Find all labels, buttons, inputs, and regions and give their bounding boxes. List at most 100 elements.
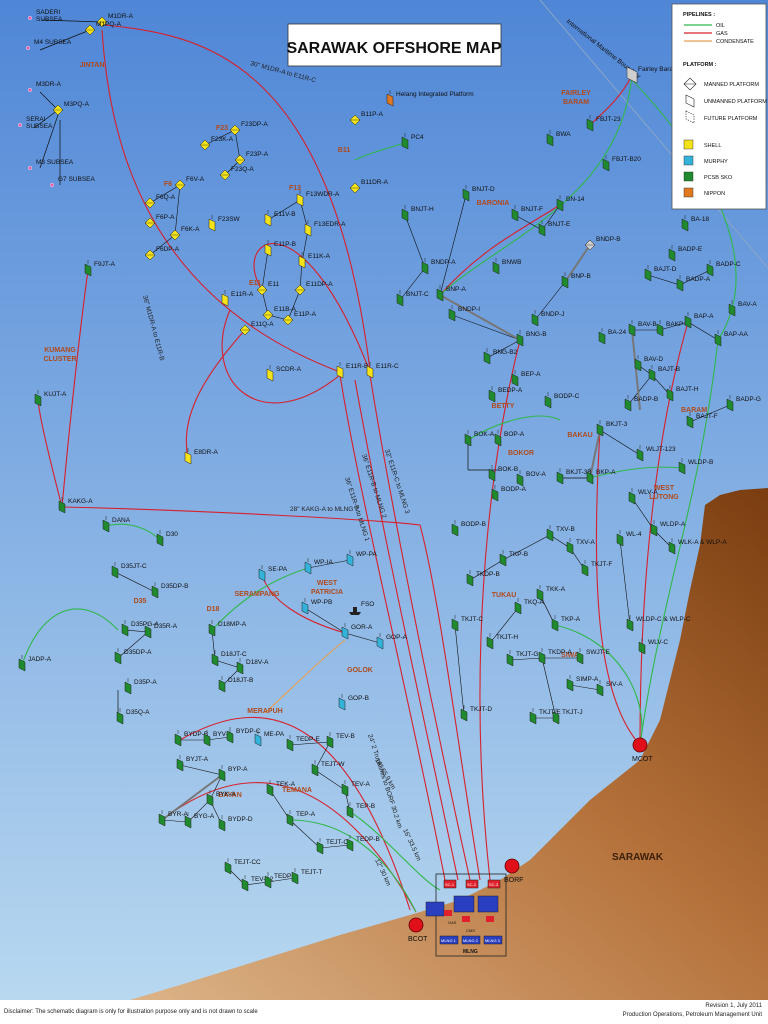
platform-marker[interactable]: BNG-B [516,330,547,347]
platform-marker[interactable]: WLDP-C & WLP-C [626,615,691,632]
platform-marker[interactable]: F23K-A [199,136,234,151]
platform-marker[interactable]: GOR-A [341,623,373,640]
platform-marker[interactable]: TEK-A [266,780,296,797]
platform-marker[interactable]: D35JT-C [111,562,147,579]
platform-marker[interactable]: M3 SUBSEA [28,159,74,170]
platform-marker[interactable]: BODP-B [451,520,486,537]
platform-marker[interactable]: D35Q-A [116,708,150,725]
platform-marker[interactable]: TEP-B [346,802,375,819]
platform-marker[interactable]: BAJT-F [686,412,718,429]
platform-marker[interactable]: TKDP-B [466,570,500,587]
platform-marker[interactable]: BADP-E [668,245,703,262]
onshore-terminal[interactable]: BORF [504,858,523,884]
platform-marker[interactable]: E11P-B [264,240,296,257]
platform-marker[interactable]: BNJT-C [396,290,429,307]
platform-marker[interactable]: BAJT-B [648,365,680,382]
platform-marker[interactable]: BA-24 [598,328,626,345]
platform-marker[interactable]: BKP-A [586,468,616,485]
platform-marker[interactable]: BADP-G [726,395,761,412]
platform-marker[interactable]: BKJT-3B [556,468,592,485]
platform-marker[interactable]: M3DR-A [28,81,62,92]
platform-marker[interactable]: TEJT-C [316,838,348,855]
platform-marker[interactable]: F23Q-A [219,166,254,181]
platform-marker[interactable]: D18JT-C [211,650,247,667]
platform-marker[interactable]: BYDP-C [226,727,261,744]
platform-marker[interactable]: B11P-A [349,111,384,126]
platform-marker[interactable]: BYDP-B [174,730,208,747]
platform-marker[interactable]: BAJT-H [666,385,699,402]
platform-marker[interactable]: M3PQ-A [52,101,90,116]
platform-marker[interactable]: BODP-A [491,485,527,502]
platform-marker[interactable]: G7 SUBSEA [50,176,96,187]
platform-marker[interactable]: E11DP-A [294,281,333,296]
platform-marker[interactable]: WP-IA [304,558,333,575]
platform-marker[interactable]: KAKG-A [58,497,93,514]
platform-marker[interactable]: SE-PA [258,565,288,582]
platform-marker[interactable]: M4 SUBSEA [26,39,72,50]
platform-marker[interactable]: BNG-B2 [483,348,518,365]
platform-marker[interactable]: FSO [349,601,374,615]
platform-marker[interactable]: E11R-A [221,290,254,307]
platform-marker[interactable]: BAJT-D [644,265,677,282]
platform-marker[interactable]: BNDP-I [448,305,480,322]
platform-marker[interactable]: WLV-A [628,488,658,505]
platform-marker[interactable]: BNJT-E [538,220,571,237]
platform-marker[interactable]: BA-18 [681,215,709,232]
platform-marker[interactable]: D35DP-A [114,648,152,665]
platform-marker[interactable]: BAKP-B [656,320,690,337]
platform-marker[interactable]: TXV-B [546,525,575,542]
platform-marker[interactable]: E11V-B [264,210,296,227]
platform-marker[interactable]: FBJT-B20 [602,155,641,172]
platform-marker[interactable]: TEJT-T [291,868,322,885]
onshore-terminal[interactable]: BCOT [408,917,428,943]
platform-marker[interactable]: D35DP-B [151,582,188,599]
platform-marker[interactable]: BAV-B [628,320,657,337]
platform-marker[interactable]: WLDP-A [650,520,686,537]
platform-marker[interactable]: WL-4 [616,530,642,547]
platform-marker[interactable]: BYP-A [218,765,248,782]
platform-marker[interactable]: BYDP-D [218,815,253,832]
onshore-terminal[interactable]: MCOT [632,737,653,763]
platform-marker[interactable]: BOP-A [494,430,525,447]
platform-marker[interactable]: TEV-B [326,732,355,749]
platform-marker[interactable]: BODP-C [544,392,580,409]
platform-marker[interactable]: BNWB [492,258,522,275]
platform-marker[interactable]: B11DR-A [349,179,389,194]
platform-marker[interactable]: BADP-C [706,260,741,277]
platform-marker[interactable]: E11K-A [298,252,331,269]
platform-marker[interactable]: E11B-A [262,306,297,321]
platform-marker[interactable]: TKJT-J [552,708,583,725]
platform-marker[interactable]: M1PQ-A [84,21,122,36]
platform-marker[interactable]: BNJT-H [401,205,434,222]
platform-marker[interactable]: GOP-A [376,633,408,650]
platform-marker[interactable]: TEP-A [286,810,316,827]
platform-marker[interactable]: BWA [546,130,571,147]
platform-marker[interactable]: F9JT-A [84,260,116,277]
platform-marker[interactable]: BNJT-F [511,205,543,222]
platform-marker[interactable]: TEJT-CC [224,858,261,875]
platform-marker[interactable]: F13EDR-A [304,220,346,237]
platform-marker[interactable]: BYR-A [158,810,189,827]
platform-marker[interactable]: D18V-A [236,658,269,675]
platform-marker[interactable]: TKK-A [536,585,566,602]
platform-marker[interactable]: BKJT-3 [596,420,628,437]
platform-marker[interactable]: BOK-B [488,465,518,482]
platform-marker[interactable]: BN-14 [556,195,585,212]
platform-marker[interactable]: TKJT-G [506,650,538,667]
platform-marker[interactable]: BNP-A [436,285,467,302]
platform-marker[interactable]: TEDP-B [346,835,380,852]
platform-marker[interactable]: F6DP-A [144,246,180,261]
platform-marker[interactable]: BNJT-D [462,185,495,202]
platform-marker[interactable]: TEDP-A [264,872,299,889]
platform-marker[interactable]: BYG-A [184,812,215,829]
platform-marker[interactable]: DANA [102,516,131,533]
platform-marker[interactable]: TKJT-F [581,560,612,577]
platform-marker[interactable]: BEP-A [511,370,541,387]
platform-marker[interactable]: TKJT-C [451,615,483,632]
platform-marker[interactable]: TKDP-A [538,648,573,665]
platform-marker[interactable]: BNDP-J [531,310,564,327]
platform-marker[interactable]: JADP-A [18,655,52,672]
platform-marker[interactable]: F23SW [208,215,241,232]
platform-marker[interactable]: TEV-A2 [241,875,274,892]
platform-marker[interactable]: E11R-B [336,362,368,379]
